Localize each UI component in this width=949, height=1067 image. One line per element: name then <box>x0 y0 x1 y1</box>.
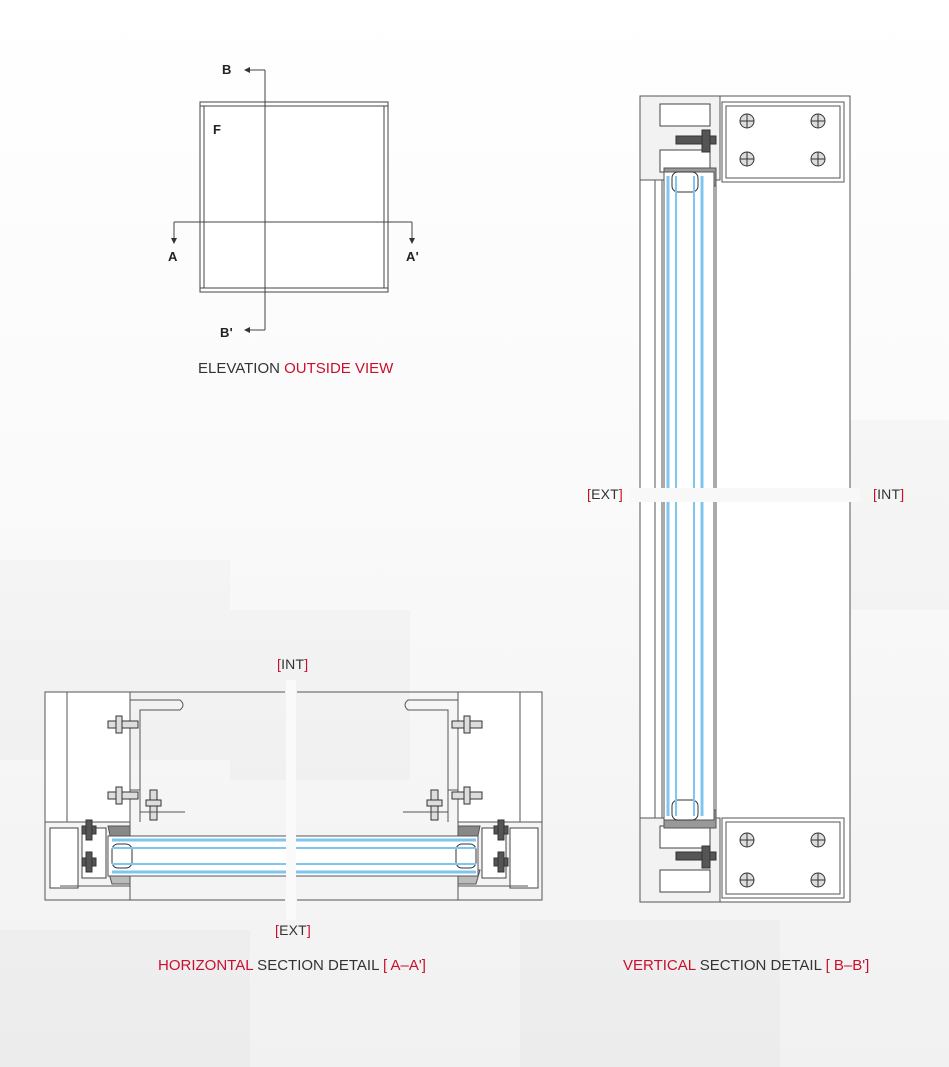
int-text: INT <box>281 656 305 672</box>
elevation-frame-outer <box>199 101 389 293</box>
ext-text: EXT <box>279 922 307 938</box>
horizontal-caption-highlight: HORIZONTAL <box>158 957 254 974</box>
horizontal-caption-ref: [ A–A'] <box>383 957 426 974</box>
bracket-close: ] <box>306 922 312 938</box>
ext-text: EXT <box>591 486 619 502</box>
horizontal-int-label: [INT] <box>277 656 308 672</box>
label-a-prime: A' <box>406 249 419 264</box>
anchor-bolts <box>739 113 826 888</box>
horizontal-ext-label: [EXT] <box>275 922 311 938</box>
horizontal-caption: HORIZONTAL SECTION DETAIL [ A–A'] <box>158 957 426 974</box>
label-b: B <box>222 62 232 77</box>
bracket-close: ] <box>900 486 905 502</box>
vertical-caption-normal: SECTION DETAIL <box>695 957 826 974</box>
vertical-caption-highlight: VERTICAL <box>623 957 696 974</box>
vertical-int-label: [INT] <box>873 486 904 502</box>
label-a: A <box>168 249 178 264</box>
elevation-caption-normal: ELEVATION <box>198 360 285 377</box>
label-b-prime: B' <box>220 325 233 340</box>
horizontal-caption-normal: SECTION DETAIL <box>253 957 384 974</box>
bracket-open: [ <box>277 656 282 672</box>
int-text: INT <box>877 486 901 502</box>
vertical-caption-ref: [ B–B'] <box>825 957 870 974</box>
bracket-close: ] <box>304 656 309 672</box>
elevation-caption-highlight: OUTSIDE VIEW <box>284 360 394 377</box>
elevation-caption: ELEVATION OUTSIDE VIEW <box>198 360 393 377</box>
vertical-ext-label: [EXT] <box>587 486 623 502</box>
label-f: F <box>213 122 222 137</box>
vertical-glass-unit <box>630 171 860 821</box>
horizontal-glass-unit <box>107 680 479 920</box>
elevation-outside-view <box>171 67 415 333</box>
vertical-caption: VERTICAL SECTION DETAIL [ B–B'] <box>623 957 869 974</box>
bracket-open: [ <box>587 486 592 502</box>
bracket-open: [ <box>275 922 280 938</box>
bracket-close: ] <box>618 486 624 502</box>
bracket-open: [ <box>873 486 878 502</box>
